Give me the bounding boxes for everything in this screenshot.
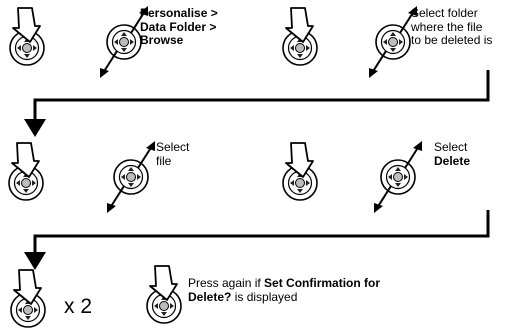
step-text-line: Press again if Set Confirmation for [188, 276, 381, 291]
text-part-bold: Delete? [188, 289, 232, 304]
step-label-press-again: Press again if Set Confirmation for Dele… [188, 276, 381, 305]
step-text-line: Select folder [411, 6, 478, 20]
step-label-select-folder: Select folder where the file to be delet… [411, 6, 493, 48]
step-label-select-file: Select file [156, 140, 190, 168]
step-text-line: to be deleted is [411, 33, 493, 47]
step-text-line: Select [434, 140, 468, 154]
arrowhead-row3 [24, 252, 46, 270]
step-text-line: file [156, 153, 172, 168]
step-text-line: where the file [411, 19, 483, 34]
connector-row2-to-row3 [33, 210, 490, 254]
step-text-line: Browse [140, 33, 184, 47]
step-text-line: Delete? is displayed [188, 289, 380, 305]
connector-row1-to-row2 [33, 70, 490, 121]
text-part-bold: Set Confirmation for [264, 276, 381, 290]
text-part: Press again if [188, 276, 265, 290]
text-part: is displayed [231, 289, 298, 304]
step-text-line: Select [156, 140, 190, 154]
press-count: x 2 [64, 295, 93, 318]
step-label-select-delete: Select Delete [434, 140, 471, 168]
arrowhead-row2 [24, 119, 46, 137]
step-label-personalise: Personalise > Data Folder > Browse [140, 6, 218, 48]
step-text-line: Data Folder > [140, 19, 217, 34]
step-text-line: Delete [434, 153, 471, 168]
step-text-line: Personalise > [140, 6, 218, 20]
